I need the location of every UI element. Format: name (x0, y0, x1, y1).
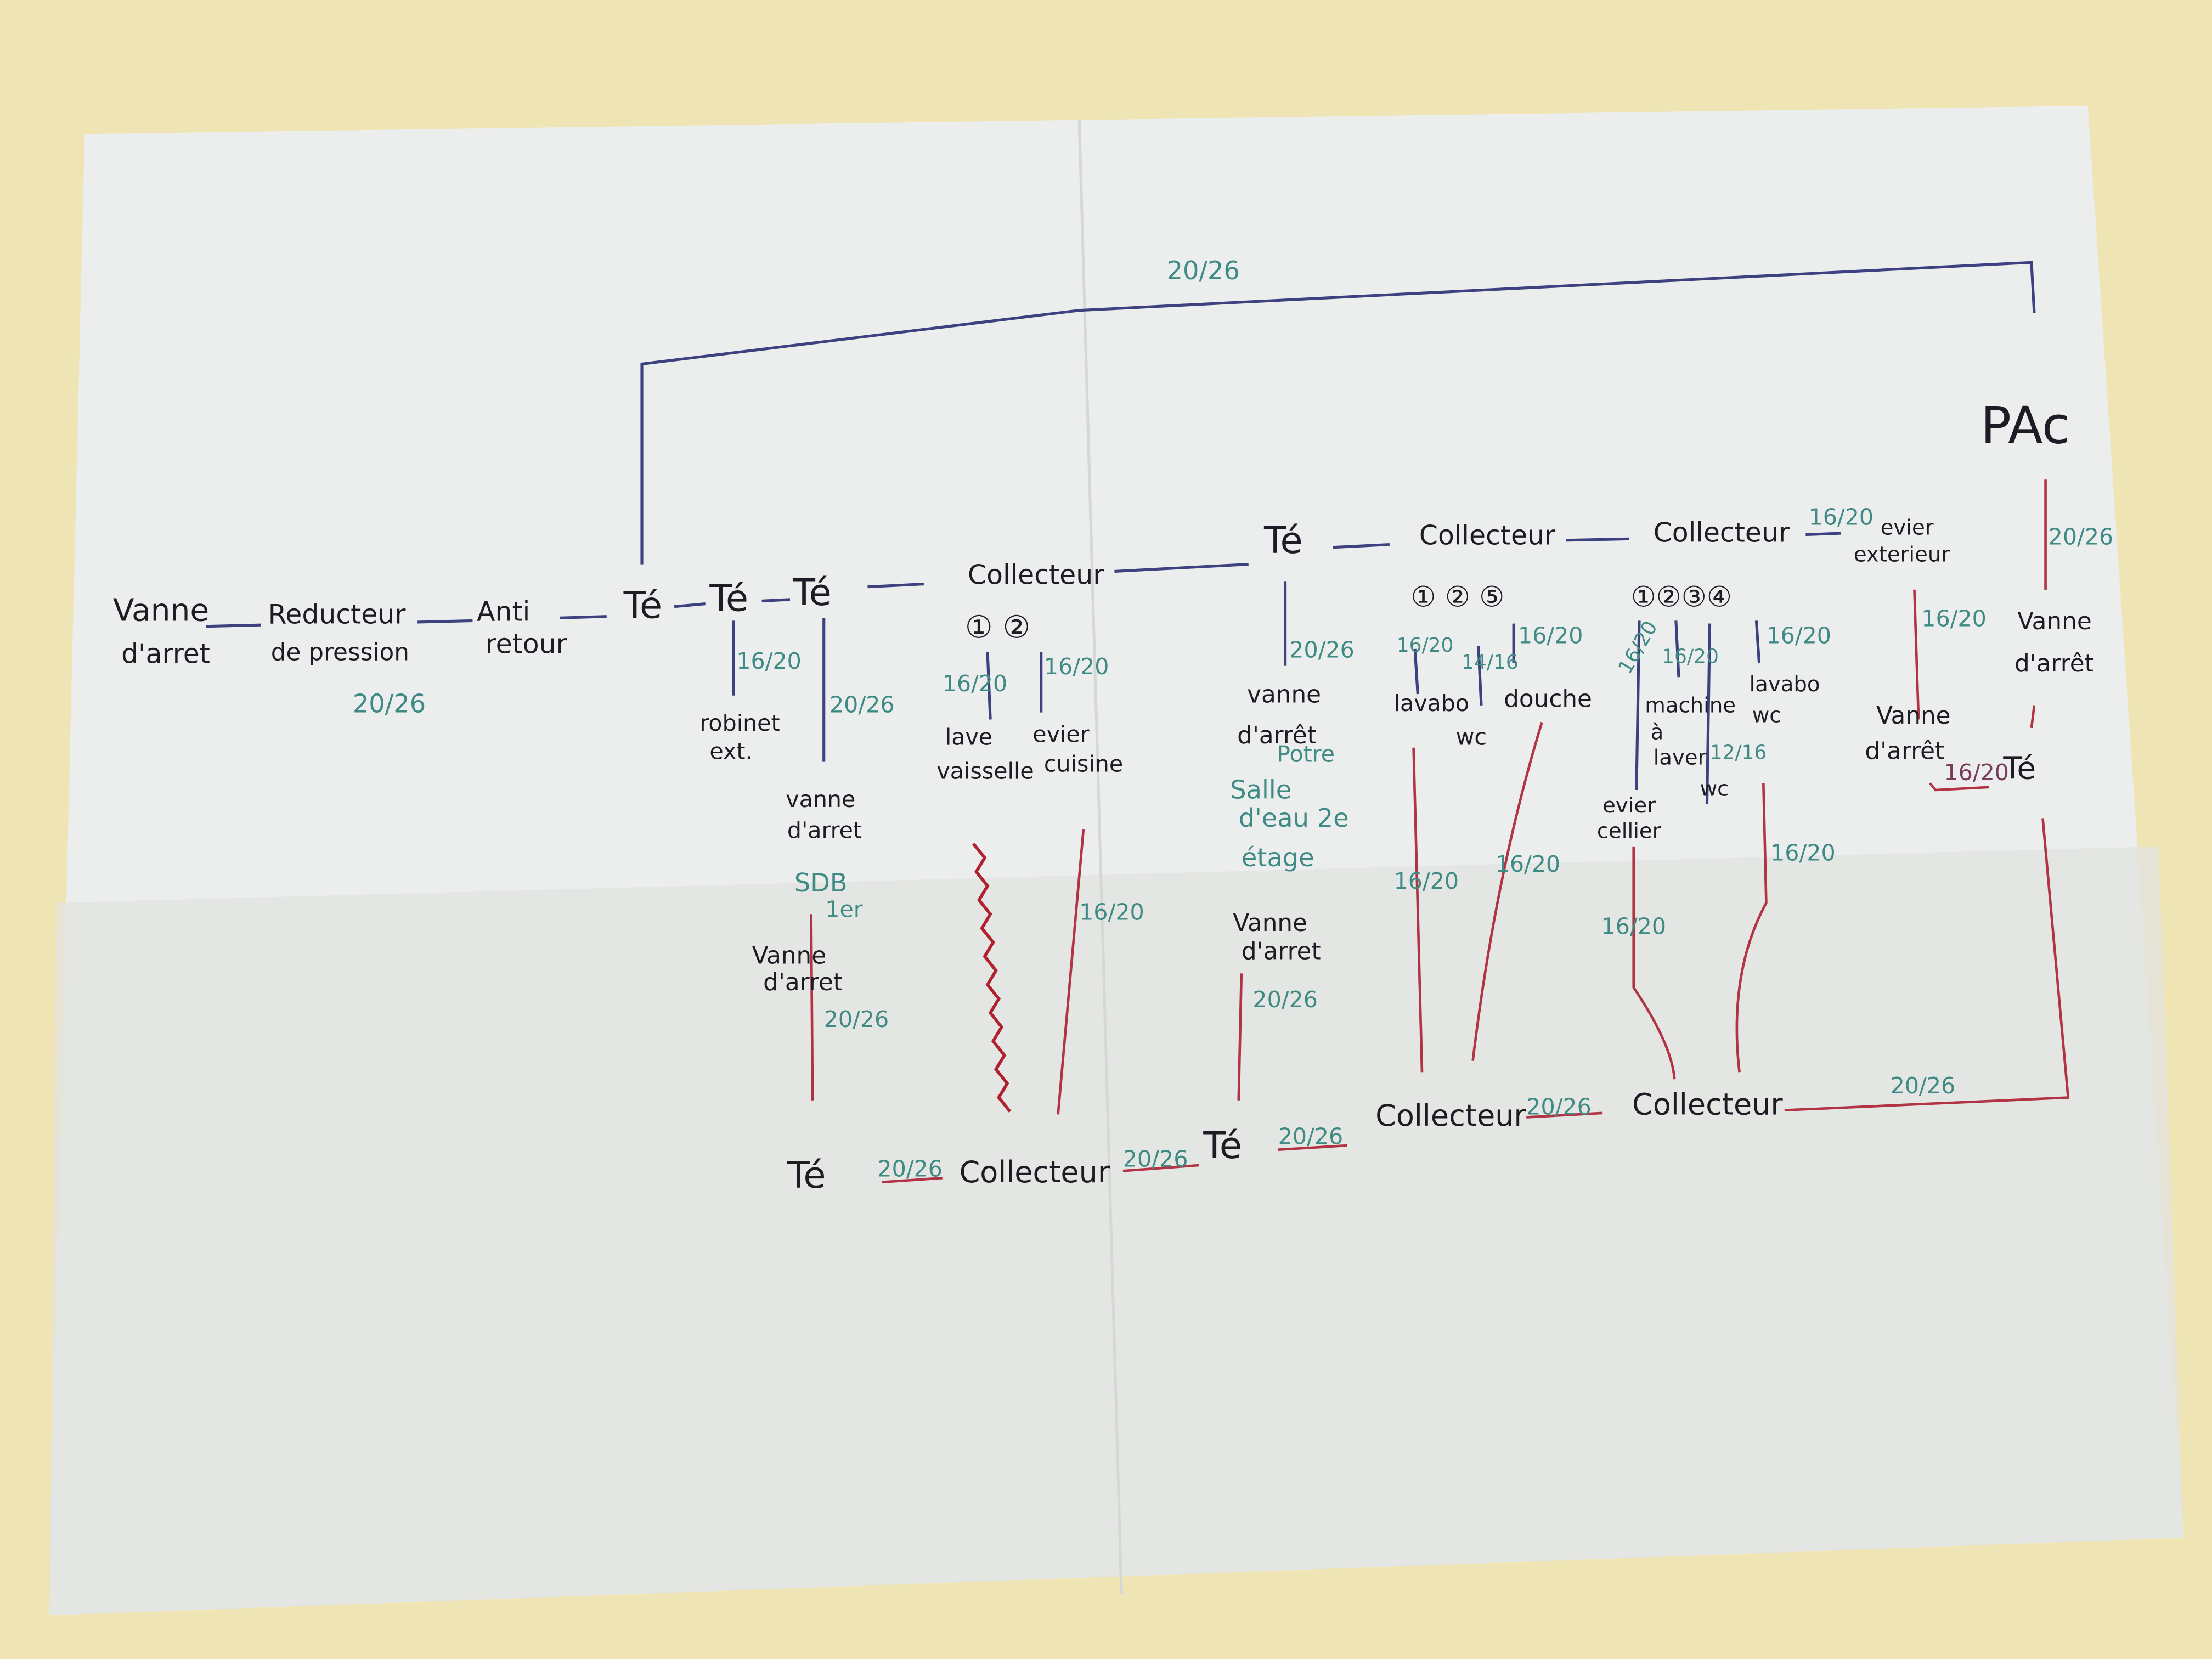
label: machine (1645, 693, 1736, 718)
label: wc (1700, 776, 1729, 801)
label: d'arret (787, 817, 862, 843)
label: Vanne (2017, 607, 2092, 635)
size-label: 16/20 (1601, 913, 1667, 939)
tee-label: Té (1263, 519, 1303, 562)
tee-label: Té (1203, 1124, 1242, 1167)
label: laver (1654, 746, 1707, 770)
tee-label: Té (787, 1154, 826, 1197)
paper-fold (1077, 120, 1123, 1594)
label: Reducteur (268, 599, 407, 630)
manifold-label: Collecteur (1654, 517, 1790, 548)
label: de pression (271, 638, 409, 666)
heat-pump-label: PAc (1980, 396, 2069, 455)
label: retour (486, 629, 568, 660)
label: d'arrêt (1865, 737, 1944, 765)
label: evier (1602, 793, 1656, 818)
label: vanne (1247, 681, 1321, 709)
label: à (1651, 720, 1664, 744)
room-label: 1er (825, 896, 862, 922)
size-label: 16/20 (1662, 646, 1719, 668)
size-label: 20/26 (1289, 636, 1355, 663)
label: lave (945, 724, 992, 751)
top-pipe (640, 261, 2036, 565)
size-label: 16/20 (1394, 868, 1459, 894)
room-label: étage (1242, 843, 1314, 872)
size-label: 16/20 (1496, 851, 1561, 877)
size-label: 20/26 (1123, 1146, 1188, 1172)
label: d'arrêt (2015, 650, 2094, 678)
label: Anti (477, 596, 530, 627)
label: vanne (786, 786, 855, 812)
tee-label: Té (623, 584, 663, 627)
label: ext. (709, 738, 752, 764)
size-label: 20/26 (1252, 986, 1318, 1013)
size-label: 20/26 (1526, 1093, 1592, 1120)
size-label: 12/16 (1710, 741, 1767, 764)
outlet-numbers: ① ② ⑤ (1410, 581, 1504, 614)
label: wc (1456, 724, 1487, 751)
size-label: 20/26 (877, 1156, 943, 1182)
zigzag-pipe (972, 842, 1012, 1113)
main-line: Vanne d'arret Reducteur de pression 20/2… (113, 504, 1950, 719)
label: exterieur (1854, 542, 1950, 567)
size-label: 20/26 (353, 689, 426, 719)
label: Vanne (1233, 909, 1307, 937)
size-label: 16/20 (1770, 840, 1836, 866)
tee-label: Té (709, 577, 748, 619)
size-label: 16/20 (1397, 634, 1454, 657)
label: lavabo (1394, 690, 1469, 716)
manifold-label: Collecteur (1419, 520, 1556, 551)
size-label: 16/20 (1518, 623, 1583, 649)
label: Vanne (113, 592, 209, 628)
room-label: SDB (794, 868, 848, 898)
size-label: 16/20 (1809, 504, 1874, 531)
size-label: 20/26 (824, 1006, 889, 1032)
size-label: 20/26 (2049, 524, 2114, 550)
room-label: d'eau 2e (1239, 803, 1349, 833)
label: Vanne (752, 941, 827, 969)
manifold-label: Collecteur (960, 1155, 1110, 1189)
size-label: 16/20 (736, 648, 802, 674)
label: evier (1881, 516, 1934, 540)
size-label: 16/20 (1921, 606, 1987, 632)
label: d'arret (1242, 938, 1321, 966)
label: lavabo (1750, 672, 1820, 697)
manifold-label: Collecteur (1375, 1098, 1526, 1133)
size-label: 16/20 (1079, 899, 1144, 926)
label: cuisine (1044, 751, 1123, 777)
top-pipe-size: 20/26 (1167, 256, 1240, 285)
room-label: Salle (1230, 775, 1291, 804)
tee-label: Té (792, 571, 832, 614)
label: cellier (1597, 819, 1661, 843)
outlet-numbers: ①②③④ (1631, 581, 1732, 614)
label: robinet (699, 710, 780, 736)
label: vaisselle (936, 758, 1034, 784)
branches: 16/20 robinet ext. 20/26 vanne d'arret S… (699, 479, 2114, 1115)
manifold-label: Collecteur (1632, 1087, 1783, 1121)
size-label: 14/16 (1462, 651, 1519, 674)
label: d'arrêt (1237, 721, 1317, 749)
size-label: 20/26 (1891, 1073, 1956, 1099)
label: d'arret (763, 968, 843, 996)
size-label: 16/20 (1044, 653, 1109, 680)
outlet-numbers: ① ② (965, 609, 1030, 645)
size-label: 16/20 (1944, 759, 2009, 786)
size-label: 16/20 (1766, 623, 1831, 649)
return-line: Té 20/26 Collecteur 20/26 Té 20/26 Colle… (787, 1073, 1955, 1197)
paper-shadow (49, 846, 2184, 1616)
tee-label: Té (2002, 750, 2036, 786)
label: evier (1032, 721, 1089, 748)
label: wc (1752, 703, 1781, 728)
note-label: Potre (1277, 741, 1335, 768)
manifold-label: Collecteur (968, 560, 1104, 591)
label: d'arret (121, 639, 210, 670)
label: douche (1504, 685, 1592, 713)
size-label: 20/26 (1278, 1123, 1344, 1149)
size-label: 20/26 (830, 692, 895, 718)
label: Vanne (1876, 702, 1951, 730)
size-label: 16/20 (943, 670, 1008, 697)
